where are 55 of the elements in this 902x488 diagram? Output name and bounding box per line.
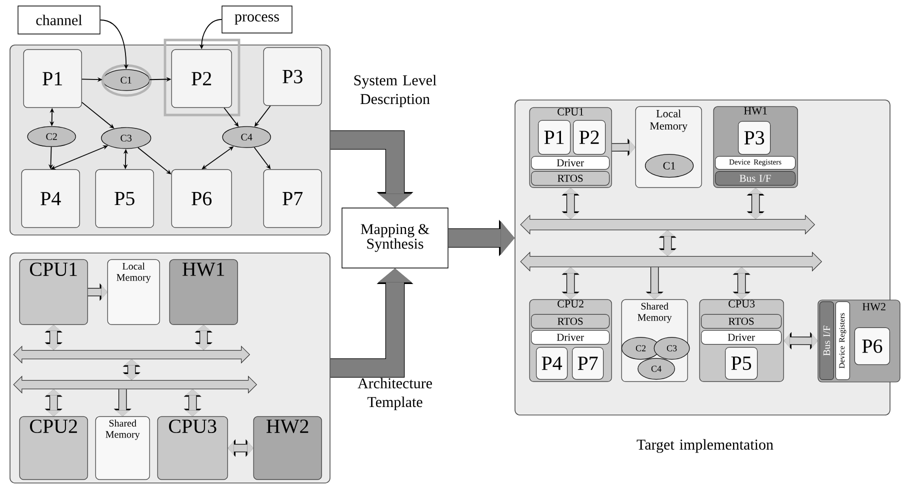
arrow [122,359,140,380]
memory-box: Local Memory [107,259,160,325]
bus-interface-bar: Bus I/F [715,170,796,186]
process-box: P2 [171,49,232,108]
process-box: P3 [738,121,771,155]
process-box: P6 [171,169,232,228]
driver-bar: Driver [701,330,782,345]
arrow [184,389,202,416]
process-box: P3 [263,47,322,106]
processor-box: CPU2 [19,416,88,480]
process-box: P4 [536,347,568,380]
arrow [612,138,636,156]
driver-bar: Driver [531,156,610,170]
process-box: P1 [23,49,82,108]
arrow [746,188,764,219]
arrow [330,130,414,208]
process-box: P6 [854,327,890,365]
rtos-bar: RTOS [531,314,610,329]
arrow [562,188,580,219]
memory-box: Shared Memory [95,416,150,480]
process-box: P4 [21,169,80,228]
callout-box: process [222,6,292,34]
arrow [228,439,254,457]
bus-interface-bar: Bus I/F [819,301,834,380]
process-box: P2 [573,120,606,155]
process-box: P1 [538,120,571,155]
process-box: P5 [725,347,758,380]
rtos-bar: RTOS [701,314,782,329]
arrow [784,332,818,350]
processor-box: CPU1 [19,259,88,325]
process-box: P7 [572,347,604,380]
callout-box: channel [18,6,100,34]
register-bar: Device Registers [835,301,850,380]
mapping-box: Mapping & Synthesis [342,208,448,268]
caption: Target implementation [636,439,774,453]
process-box: P7 [263,169,322,228]
arrow [330,268,414,378]
rtos-bar: RTOS [531,170,610,186]
caption: System Level Description [354,74,436,108]
arrow [114,389,132,416]
process-box: P5 [95,169,154,228]
arrow [44,324,62,350]
hardware-box: HW2 [253,416,322,480]
arrow [562,267,580,300]
arrow [658,230,676,256]
caption: Architecture Template [358,378,432,410]
arrow [448,220,515,256]
processor-box: CPU3 [157,416,228,480]
arrow [732,267,750,300]
arrow [44,389,62,416]
driver-bar: Driver [531,330,610,345]
arrow [194,324,212,350]
arrow [88,283,108,301]
arrow [646,267,664,300]
hardware-box: HW1 [169,259,238,325]
